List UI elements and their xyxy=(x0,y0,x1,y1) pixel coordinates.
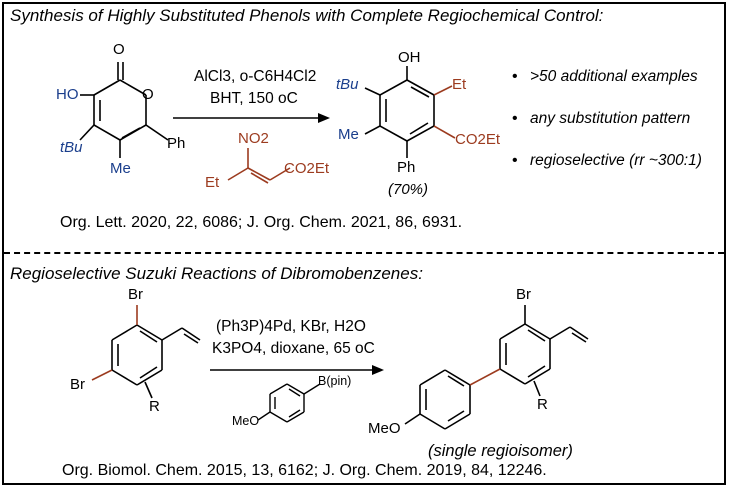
reagent-ester-label: CO2Et xyxy=(284,160,330,177)
reactant-r-label: R xyxy=(149,398,160,415)
nitroalkene-reagent xyxy=(227,148,291,184)
product-ph-label: Ph xyxy=(397,159,416,176)
reactant-phenyl-label: Ph xyxy=(167,135,186,152)
product-biaryl-bond xyxy=(469,368,501,386)
top-arrow xyxy=(173,113,330,123)
reactant-hydroxy-label: HO xyxy=(56,86,79,103)
bottom-conditions-line2: K3PO4, dioxane, 65 oC xyxy=(212,340,375,357)
product-et-label: Et xyxy=(452,76,467,93)
bullet-text-2: any substitution pattern xyxy=(530,110,691,127)
pyranone-reactant xyxy=(79,62,169,158)
boronate-meo-label: MeO xyxy=(232,414,260,428)
product-note: (single regioisomer) xyxy=(428,442,573,460)
bottom-title: Regioselective Suzuki Reactions of Dibro… xyxy=(10,264,423,283)
boronate-bpin-label: B(pin) xyxy=(318,374,352,388)
figure-frame xyxy=(2,2,726,485)
bottom-citation: Org. Biomol. Chem. 2015, 13, 6162; J. Or… xyxy=(62,462,547,479)
product-oh-label: OH xyxy=(398,49,421,66)
product-tbu-label: tBu xyxy=(336,76,359,93)
phenol-product xyxy=(364,66,435,158)
product-br-label: Br xyxy=(516,286,531,303)
reactant-br-bonds xyxy=(91,305,138,381)
reactant-oxo-label: O xyxy=(113,41,125,58)
bullet-dot-1: • xyxy=(512,68,518,85)
reactant-tbu-label: tBu xyxy=(60,139,83,156)
bullet-dot-2: • xyxy=(512,110,518,127)
product-red-bonds xyxy=(433,85,456,139)
bottom-arrow xyxy=(210,365,384,375)
product-ester-label: CO2Et xyxy=(455,131,501,148)
bullet-text-1: >50 additional examples xyxy=(530,68,698,85)
product-r-label: R xyxy=(537,396,548,413)
reagent-ethyl-label: Et xyxy=(205,174,220,191)
reactant-br-left-label: Br xyxy=(70,376,85,393)
reactant-methyl-label: Me xyxy=(110,160,131,177)
top-title: Synthesis of Highly Substituted Phenols … xyxy=(10,6,604,25)
section-divider xyxy=(4,252,724,254)
product-yield: (70%) xyxy=(388,181,429,198)
top-conditions-line2: BHT, 150 oC xyxy=(210,90,298,107)
bullet-text-3: regioselective (rr ~300:1) xyxy=(530,152,702,169)
top-conditions-line1: AlCl3, o-C6H4Cl2 xyxy=(194,68,317,85)
bottom-conditions-line1: (Ph3P)4Pd, KBr, H2O xyxy=(216,318,366,335)
biaryl-product xyxy=(404,305,589,430)
reactant-ring-o-label: O xyxy=(142,86,154,103)
dibromobenzene-reactant xyxy=(111,324,201,399)
boronate-reagent xyxy=(257,383,321,423)
reactant-br-top-label: Br xyxy=(128,286,143,303)
top-citation: Org. Lett. 2020, 22, 6086; J. Org. Chem.… xyxy=(60,214,463,231)
product-meo-label: MeO xyxy=(368,420,401,437)
product-me-label: Me xyxy=(338,126,359,143)
bullet-dot-3: • xyxy=(512,152,518,169)
reagent-nitro-label: NO2 xyxy=(238,130,269,147)
